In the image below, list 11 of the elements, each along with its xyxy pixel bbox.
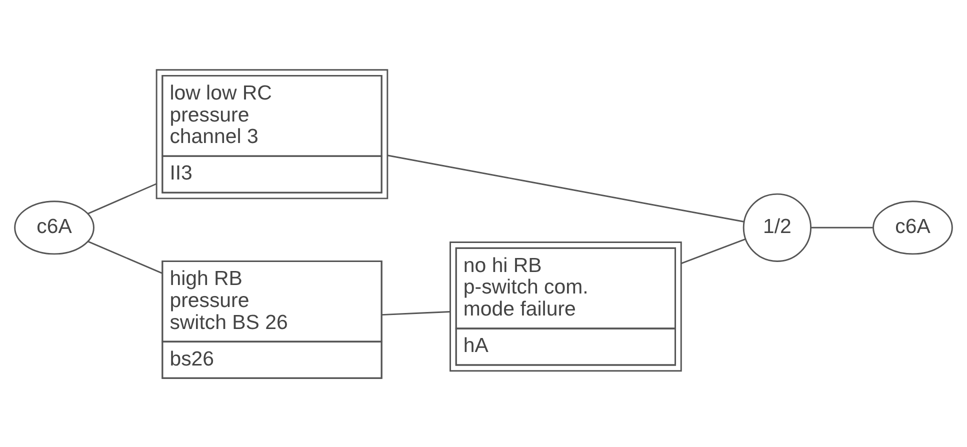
connector [810, 226, 873, 228]
node-ellipse: c6A [872, 200, 953, 254]
node-box: no hi RB p-switch com. mode failure hA [450, 241, 682, 372]
connector [387, 154, 744, 222]
node-ellipse: c6A [14, 200, 94, 254]
connector [382, 310, 450, 316]
connector [680, 238, 746, 264]
node-circle: 1/2 [742, 192, 812, 262]
connector [88, 182, 157, 214]
node-box: low low RC pressure channel 3 II3 [156, 68, 388, 199]
connector [88, 240, 162, 274]
